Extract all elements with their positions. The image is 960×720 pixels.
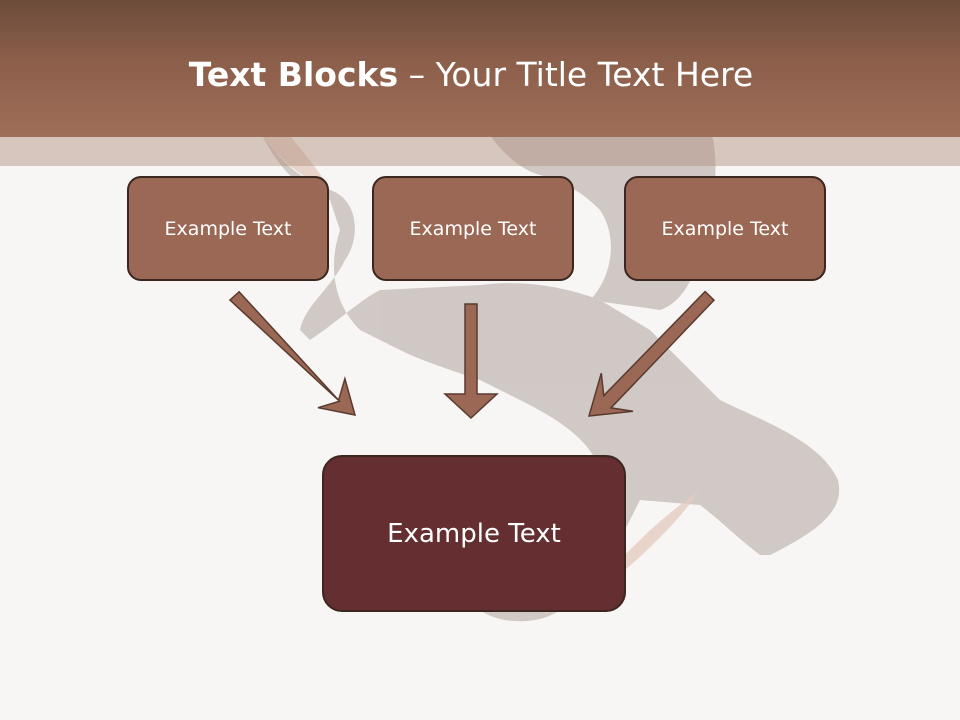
text-block-center: Example Text bbox=[372, 176, 574, 281]
text-block-label: Example Text bbox=[164, 217, 292, 240]
arrow-left-icon bbox=[228, 290, 357, 416]
result-block: Example Text bbox=[322, 455, 626, 612]
title-bold-text: Text Blocks bbox=[188, 55, 399, 94]
text-block-label: Example Text bbox=[409, 217, 537, 240]
title-bar bbox=[0, 0, 960, 137]
title-rest-text: Your Title Text Here bbox=[435, 55, 754, 94]
result-block-label: Example Text bbox=[387, 518, 561, 549]
text-block-left: Example Text bbox=[127, 176, 329, 281]
slide-title: Text Blocks – Your Title Text Here bbox=[0, 52, 942, 98]
text-block-label: Example Text bbox=[661, 217, 789, 240]
arrow-right-icon bbox=[587, 290, 716, 417]
title-dash: – bbox=[398, 55, 436, 94]
text-block-right: Example Text bbox=[624, 176, 826, 281]
arrow-down-icon bbox=[443, 303, 499, 420]
title-bar-band bbox=[0, 137, 960, 166]
